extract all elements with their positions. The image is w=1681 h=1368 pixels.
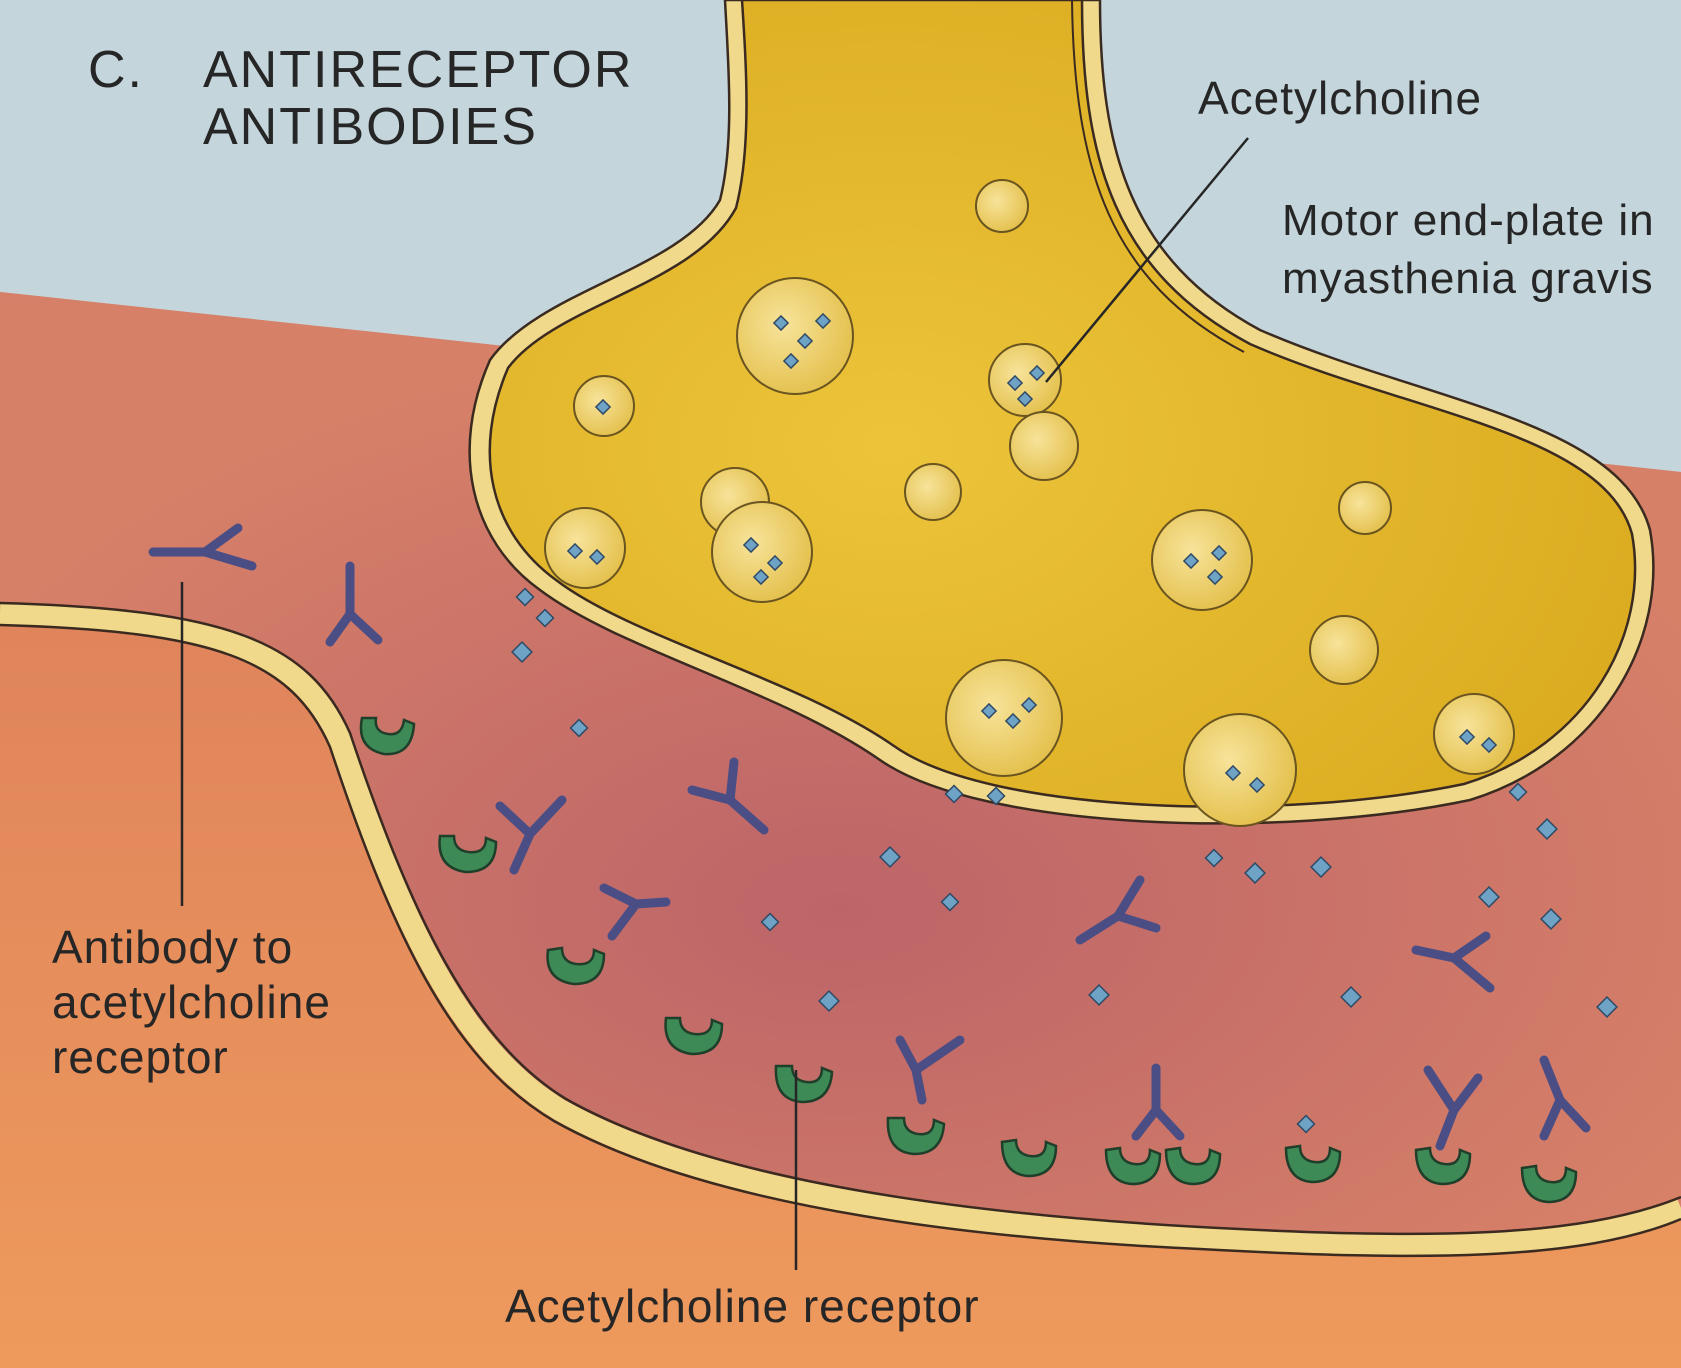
synaptic-vesicle: [712, 502, 812, 602]
synaptic-vesicle: [737, 278, 853, 394]
synaptic-vesicle: [545, 508, 625, 588]
synaptic-vesicle: [946, 660, 1062, 776]
synaptic-vesicle: [1434, 694, 1514, 774]
synaptic-vesicle: [976, 180, 1028, 232]
synaptic-vesicle: [1184, 714, 1296, 826]
synaptic-vesicle: [1339, 482, 1391, 534]
title-text: ANTIRECEPTOR ANTIBODIES: [203, 42, 633, 156]
synaptic-vesicle: [1152, 510, 1252, 610]
label-motor-end-plate: Motor end-plate in myasthenia gravis: [1282, 192, 1655, 308]
label-acetylcholine: Acetylcholine: [1198, 72, 1482, 124]
synaptic-vesicle: [1010, 412, 1078, 480]
panel-title: C. ANTIRECEPTOR ANTIBODIES: [88, 42, 144, 99]
synaptic-vesicle: [1310, 616, 1378, 684]
synaptic-vesicle: [905, 464, 961, 520]
label-acetylcholine-receptor: Acetylcholine receptor: [505, 1280, 980, 1332]
panel-label: C.: [88, 41, 144, 99]
label-antibody: Antibody to acetylcholine receptor: [52, 920, 331, 1085]
